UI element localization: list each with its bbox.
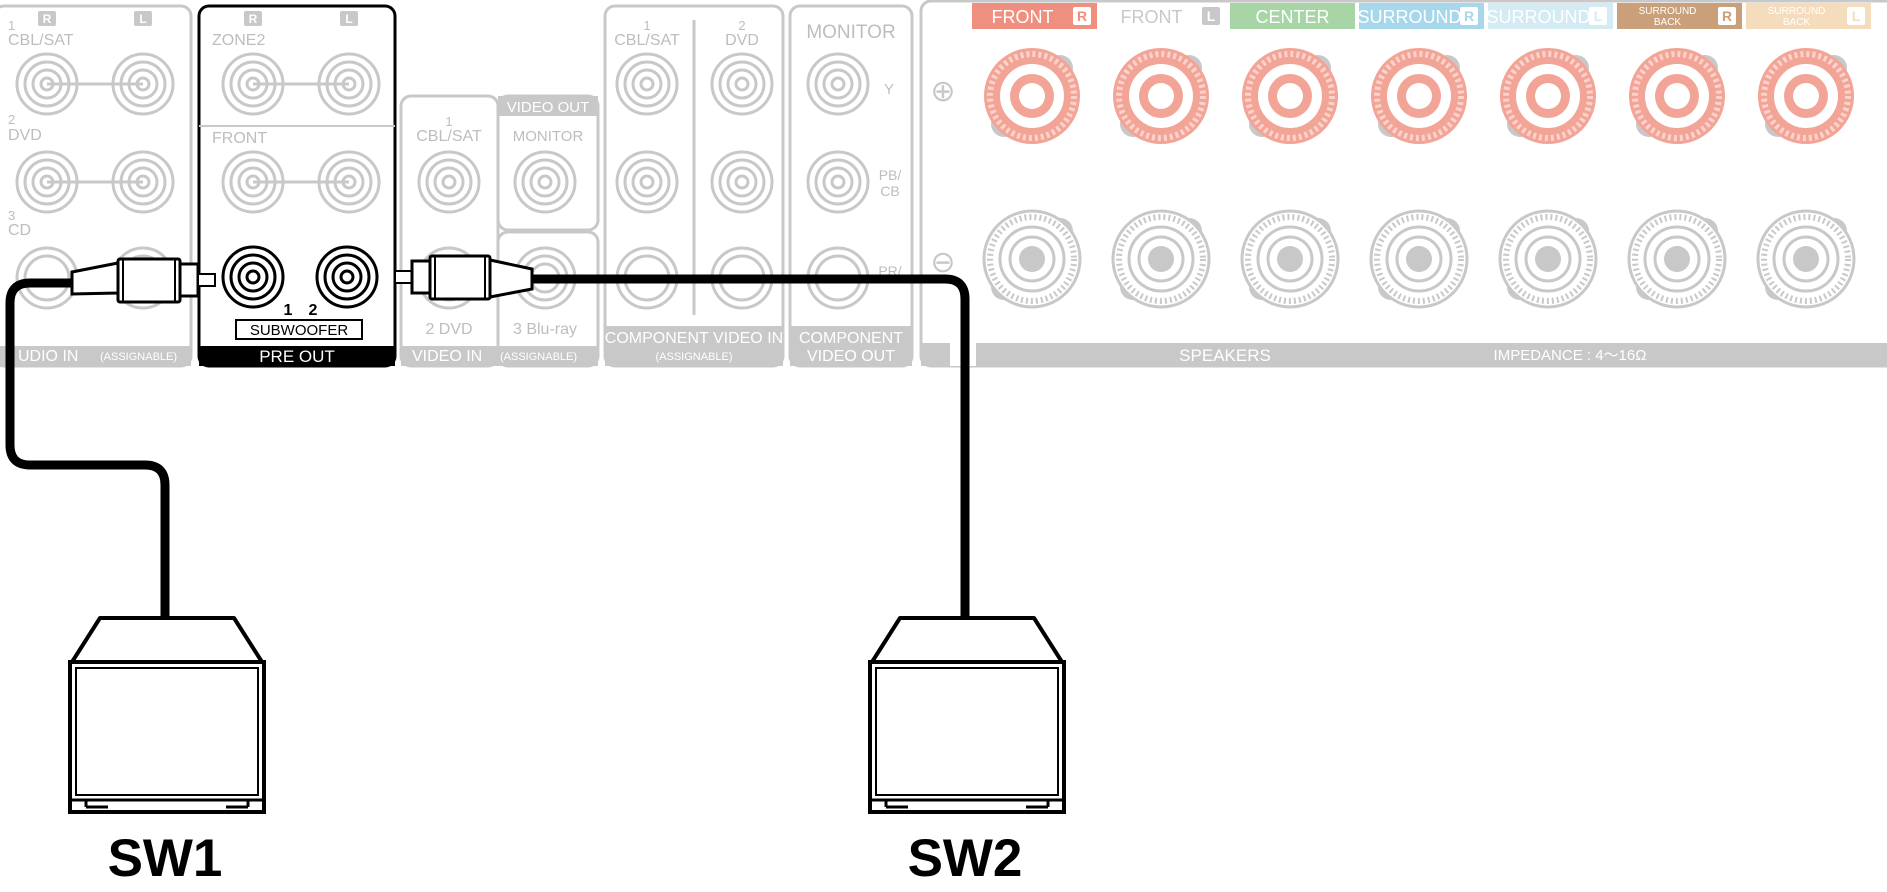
- video-out-monitor-label: MONITOR: [513, 128, 584, 145]
- negative-terminal-2: [1240, 209, 1340, 309]
- subwoofer-number-2: 2: [309, 302, 318, 319]
- speaker-terminals: [982, 48, 1856, 309]
- component-in-label-2: 2: [738, 18, 745, 33]
- negative-terminal-symbol: ⊖: [930, 246, 955, 279]
- component-pb-label: PB/: [879, 167, 902, 183]
- audio-in-label-3: 3: [8, 208, 15, 223]
- video-in-label-1: 1: [445, 114, 452, 129]
- speakers-footer: SPEAKERS: [1179, 346, 1271, 365]
- pre-out-r-badge: R: [249, 12, 258, 26]
- channel-name-0: FRONT: [992, 7, 1054, 27]
- audio-in-r-badge: R: [43, 12, 52, 26]
- negative-terminal-6: [1756, 209, 1856, 309]
- zone2-label: ZONE2: [212, 32, 265, 49]
- negative-terminal-0: [982, 209, 1082, 309]
- sw1-label: SW1: [108, 829, 223, 888]
- channel-side-0: R: [1077, 8, 1087, 24]
- component-video-in-panel: 1 CBL/SAT 2 DVD COMPONENT VIDEO IN (ASSI…: [603, 4, 785, 368]
- negative-terminal-1: [1111, 209, 1211, 309]
- video-in-panel: 1 CBL/SAT VIDEO OUT MONITOR 2 DVD 3 Blu-…: [399, 94, 600, 368]
- pre-out-footer: PRE OUT: [259, 347, 335, 366]
- positive-terminal-0: [984, 48, 1080, 144]
- subwoofer-sw2: SW2: [868, 616, 1066, 888]
- positive-terminal-3: [1371, 48, 1467, 144]
- channel-side-4: L: [1594, 8, 1603, 24]
- component-in-cbl-sat-label: CBL/SAT: [614, 32, 680, 49]
- component-in-assignable-label: (ASSIGNABLE): [655, 351, 732, 363]
- channel-side-3: R: [1464, 8, 1474, 24]
- rca-plug-sw2: [394, 254, 534, 301]
- positive-terminal-1: [1113, 48, 1209, 144]
- pre-out-l-badge: L: [345, 12, 352, 26]
- video-in-assignable-label: (ASSIGNABLE): [500, 351, 577, 363]
- subwoofer-2-jack: [315, 245, 379, 309]
- audio-in-footer: UDIO IN: [18, 348, 78, 365]
- channel-header-2: CENTER: [1230, 3, 1355, 29]
- component-out-footer-line-1: COMPONENT: [799, 330, 903, 347]
- pre-out-panel: R L ZONE2 FRONT 1 2 SUBWOOFER PRE OUT: [197, 4, 397, 368]
- sw2-label: SW2: [908, 829, 1023, 888]
- video-in-footer: VIDEO IN: [412, 348, 482, 365]
- channel-header-1: FRONT L: [1101, 3, 1226, 29]
- cable-to-sw2: [525, 274, 970, 620]
- pre-out-front-label: FRONT: [212, 130, 267, 147]
- channel-side-5: R: [1722, 8, 1732, 24]
- audio-in-l-badge: L: [139, 12, 146, 26]
- cable-to-sw1: [5, 278, 170, 620]
- channel-header-0: FRONT R: [972, 3, 1097, 29]
- video-in-bluray-label: 3 Blu-ray: [513, 321, 577, 338]
- channel-name-4: SURROUND: [1486, 7, 1590, 27]
- audio-in-assignable-label: (ASSIGNABLE): [100, 351, 177, 363]
- positive-terminal-4: [1500, 48, 1596, 144]
- component-in-dvd-label: DVD: [725, 32, 759, 49]
- component-in-label-1: 1: [643, 18, 650, 33]
- positive-terminal-symbol: ⊕: [930, 75, 955, 108]
- channel-name-6: SURROUND: [1768, 6, 1826, 17]
- impedance-label: IMPEDANCE : 4～16Ω: [1494, 347, 1647, 364]
- channel-name-1: FRONT: [1121, 7, 1183, 27]
- audio-in-label-1: 1: [8, 18, 15, 33]
- audio-in-label-2: 2: [8, 112, 15, 127]
- subwoofer-label: SUBWOOFER: [250, 322, 349, 339]
- subwoofer-sw1: SW1: [68, 616, 266, 888]
- channel-name-5: SURROUND: [1639, 6, 1697, 17]
- rca-plug-sw1: [70, 257, 216, 304]
- component-out-footer-line-2: VIDEO OUT: [807, 348, 895, 365]
- video-in-cbl-sat-label: CBL/SAT: [416, 128, 482, 145]
- positive-terminal-2: [1242, 48, 1338, 144]
- subwoofer-number-1: 1: [284, 302, 293, 319]
- component-y-label: Y: [884, 81, 894, 98]
- channel-name-3: SURROUND: [1357, 7, 1461, 27]
- audio-in-dvd-label: DVD: [8, 127, 42, 144]
- negative-terminal-5: [1627, 209, 1727, 309]
- positive-terminal-6: [1758, 48, 1854, 144]
- positive-terminal-5: [1629, 48, 1725, 144]
- channel-name-5-line-2: BACK: [1654, 17, 1682, 28]
- video-in-dvd-label: 2 DVD: [425, 321, 472, 338]
- component-in-footer: COMPONENT VIDEO IN: [605, 330, 783, 347]
- component-video-out-panel: MONITOR Y PB/ CB PR/ COMPONENT VIDEO OUT: [788, 4, 914, 368]
- component-out-monitor-label: MONITOR: [806, 22, 895, 43]
- video-out-header: VIDEO OUT: [507, 99, 590, 116]
- audio-in-panel: R L 1 CBL/SAT 2 DVD 3 CD UDIO IN (ASSIGN…: [0, 4, 193, 368]
- channel-side-6: L: [1852, 8, 1861, 24]
- audio-in-cd-label: CD: [8, 222, 31, 239]
- negative-terminal-3: [1369, 209, 1469, 309]
- negative-terminal-4: [1498, 209, 1598, 309]
- component-cb-label: CB: [880, 183, 899, 199]
- audio-in-cbl-sat-label: CBL/SAT: [8, 32, 74, 49]
- channel-name-2: CENTER: [1255, 7, 1329, 27]
- subwoofer-1-jack: [221, 245, 285, 309]
- channel-name-6-line-2: BACK: [1783, 17, 1811, 28]
- channel-side-1: L: [1207, 8, 1216, 24]
